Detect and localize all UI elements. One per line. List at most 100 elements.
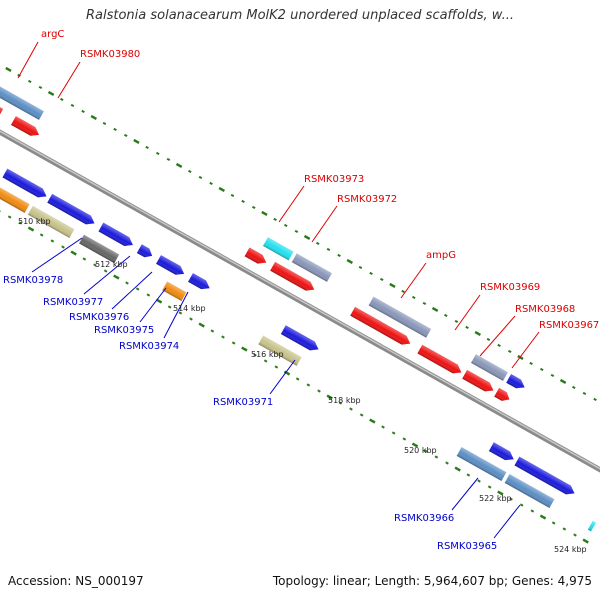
scale-tick — [7, 215, 12, 219]
gene-label-RSMK03969[interactable]: RSMK03969 — [480, 282, 540, 293]
label-leader-line — [451, 477, 479, 511]
gene-feature[interactable] — [488, 442, 516, 463]
tick-layer — [0, 66, 597, 544]
gene-feature[interactable] — [162, 281, 187, 302]
gene-label-RSMK03978[interactable]: RSMK03978 — [3, 275, 63, 286]
scale-tick — [349, 407, 353, 411]
gene-label-RSMK03966[interactable]: RSMK03966 — [394, 513, 454, 524]
scale-tick — [81, 109, 85, 114]
gene-feature[interactable] — [10, 116, 42, 139]
gene-shading — [488, 442, 514, 461]
gene-feature[interactable] — [188, 273, 212, 293]
gene-feature[interactable] — [504, 474, 555, 509]
scale-tick — [358, 265, 363, 270]
scale-tick — [486, 337, 491, 342]
gene-shading — [0, 178, 30, 213]
gene-feature[interactable] — [0, 86, 44, 120]
gene-shading — [506, 374, 525, 389]
gene-shading — [2, 168, 47, 198]
gene-shading — [494, 387, 510, 401]
gene-feature[interactable] — [27, 205, 75, 239]
label-leader-line — [454, 294, 481, 331]
gene-feature[interactable] — [471, 354, 508, 381]
label-leader-line — [278, 185, 305, 223]
scale-tick — [230, 193, 235, 198]
gene-feature[interactable] — [136, 244, 155, 260]
gene-label-RSMK03975[interactable]: RSMK03975 — [94, 325, 154, 336]
scale-tick — [497, 490, 504, 496]
gene-label-RSMK03971[interactable]: RSMK03971 — [213, 397, 273, 408]
gene-label-RSMK03972[interactable]: RSMK03972 — [337, 194, 397, 205]
gene-shading — [0, 101, 4, 118]
gene-feature[interactable] — [368, 296, 432, 338]
gene-feature[interactable] — [587, 520, 596, 532]
scale-tick — [294, 229, 299, 234]
gene-shading — [270, 261, 315, 291]
scale-tick — [38, 85, 43, 90]
scale-tick — [133, 138, 140, 145]
gene-label-argC[interactable]: argC — [41, 29, 64, 40]
scale-tick — [241, 346, 248, 352]
gene-label-RSMK03968[interactable]: RSMK03968 — [515, 304, 575, 315]
gene-label-RSMK03976[interactable]: RSMK03976 — [69, 312, 129, 323]
label-leader-line — [111, 271, 153, 310]
gene-feature[interactable] — [2, 168, 49, 201]
gene-feature[interactable] — [0, 178, 30, 213]
scale-tick — [326, 394, 333, 400]
gene-label-RSMK03967[interactable]: RSMK03967 — [539, 320, 599, 331]
gene-feature[interactable] — [270, 261, 317, 294]
gene-label-ampG[interactable]: ampG — [426, 250, 456, 261]
gene-label-RSMK03977[interactable]: RSMK03977 — [43, 297, 103, 308]
scale-tick — [338, 401, 343, 405]
gene-feature[interactable] — [494, 387, 512, 404]
gene-feature[interactable] — [514, 456, 577, 498]
gene-feature[interactable] — [98, 222, 135, 250]
gene-label-RSMK03974[interactable]: RSMK03974 — [119, 341, 179, 352]
scale-tick — [18, 221, 23, 225]
scale-tick — [273, 217, 277, 222]
scale-tick — [539, 367, 544, 372]
sequence-backbone — [0, 129, 600, 473]
label-leader-line — [493, 504, 521, 539]
gene-feature[interactable] — [417, 344, 464, 377]
label-leader-line — [17, 41, 39, 79]
gene-feature[interactable] — [47, 193, 97, 228]
accession-text: Accession: NS_000197 — [8, 574, 144, 588]
scale-tick — [209, 181, 213, 186]
scale-tick — [155, 151, 160, 156]
scale-tick — [434, 455, 439, 459]
scale-tick — [103, 269, 108, 273]
scale-tick — [241, 199, 245, 204]
gene-shading — [79, 234, 120, 264]
gene-feature[interactable] — [79, 234, 120, 264]
gene-feature[interactable] — [462, 369, 496, 395]
gene-shading — [263, 237, 294, 261]
scale-tick — [391, 431, 396, 435]
scale-tick — [582, 538, 589, 544]
gene-feature[interactable] — [0, 101, 4, 118]
gene-feature[interactable] — [456, 447, 507, 482]
gene-shading — [350, 306, 411, 345]
gene-feature[interactable] — [350, 306, 413, 348]
gene-label-RSMK03973[interactable]: RSMK03973 — [304, 174, 364, 185]
scale-tick — [402, 437, 407, 441]
gene-label-RSMK03980[interactable]: RSMK03980 — [80, 49, 140, 60]
gene-shading — [258, 335, 302, 366]
gene-feature[interactable] — [506, 374, 527, 392]
gene-feature[interactable] — [291, 253, 332, 282]
gene-shading — [462, 369, 494, 392]
gene-feature[interactable] — [156, 255, 187, 278]
scale-tick — [401, 289, 405, 294]
tick-label-524: 524 kbp — [554, 545, 587, 554]
scale-tick — [50, 239, 55, 243]
scale-tick — [346, 258, 353, 265]
gene-feature[interactable] — [258, 335, 302, 366]
gene-feature[interactable] — [244, 247, 269, 267]
genome-stats-text: Topology: linear; Length: 5,964,607 bp; … — [272, 574, 592, 588]
gene-feature[interactable] — [280, 325, 321, 354]
gene-feature[interactable] — [263, 237, 294, 261]
gene-shading — [156, 255, 185, 275]
gene-label-RSMK03965[interactable]: RSMK03965 — [437, 541, 497, 552]
scale-tick — [381, 425, 385, 429]
scale-tick — [70, 250, 77, 256]
